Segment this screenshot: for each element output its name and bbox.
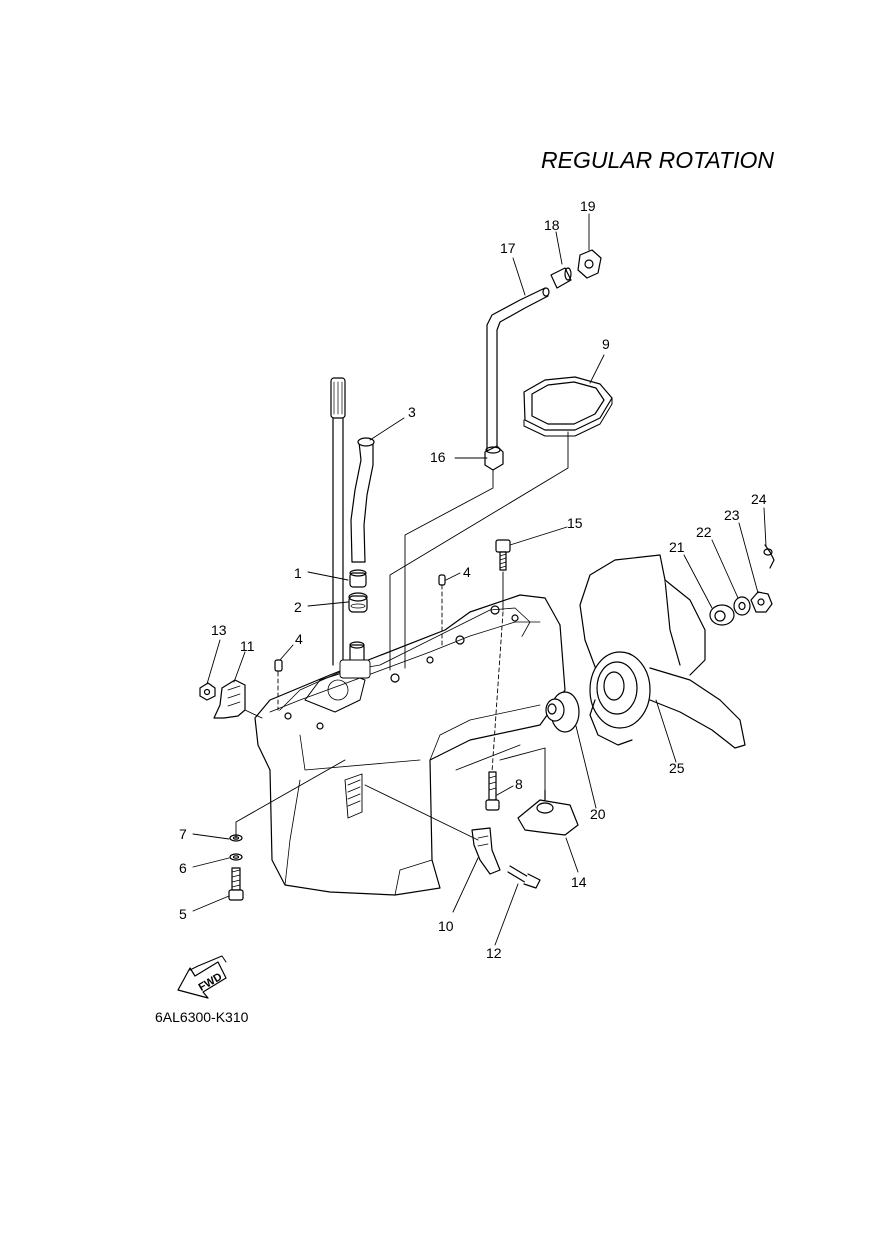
hose-joint[interactable] — [550, 267, 572, 289]
callout-19[interactable]: 19 — [580, 198, 596, 214]
fwd-arrow-icon: FWD — [177, 955, 227, 999]
washer-22[interactable] — [733, 596, 751, 616]
callout-13[interactable]: 13 — [211, 622, 227, 638]
hose-clip[interactable] — [577, 249, 602, 279]
callout-22[interactable]: 22 — [696, 524, 712, 540]
anode-10[interactable] — [471, 827, 501, 875]
callout-20[interactable]: 20 — [590, 806, 606, 822]
callout-24[interactable]: 24 — [751, 491, 767, 507]
gasket[interactable] — [523, 376, 613, 437]
seal-rubber[interactable] — [348, 592, 368, 613]
anode-14[interactable] — [517, 789, 579, 836]
callout-1[interactable]: 1 — [294, 565, 302, 581]
assembly-guide-lines — [235, 431, 569, 841]
spacer-21[interactable] — [709, 604, 735, 626]
propeller[interactable] — [579, 554, 746, 749]
cooling-hose[interactable] — [486, 287, 550, 451]
callout-21[interactable]: 21 — [669, 539, 685, 555]
nut-23[interactable] — [750, 591, 773, 613]
callout-11[interactable]: 11 — [240, 638, 255, 654]
callout-17[interactable]: 17 — [500, 240, 516, 256]
callout-4-b[interactable]: 4 — [295, 631, 303, 647]
hose-fitting[interactable] — [484, 445, 504, 471]
callout-25[interactable]: 25 — [669, 760, 685, 776]
water-tube[interactable] — [350, 437, 375, 563]
drive-shaft[interactable] — [330, 377, 346, 666]
cotter-pin-24[interactable] — [763, 544, 775, 569]
diagram-code: 6AL6300-K310 — [155, 1009, 249, 1025]
lower-unit-housing[interactable] — [254, 594, 566, 896]
callout-3[interactable]: 3 — [408, 404, 416, 420]
bolt-8[interactable] — [485, 771, 500, 811]
callout-5[interactable]: 5 — [179, 906, 187, 922]
washer-6[interactable] — [229, 853, 243, 861]
anode-11[interactable] — [213, 679, 246, 719]
callout-7[interactable]: 7 — [179, 826, 187, 842]
screw-12[interactable] — [507, 865, 541, 889]
callout-23[interactable]: 23 — [724, 507, 740, 523]
callout-14[interactable]: 14 — [571, 874, 587, 890]
leader-lines — [192, 213, 767, 946]
callout-9[interactable]: 9 — [602, 336, 610, 352]
bolt-15[interactable] — [495, 539, 511, 571]
pump-outlet — [339, 641, 371, 679]
bolt-5[interactable] — [228, 867, 244, 901]
callout-12[interactable]: 12 — [486, 945, 502, 961]
callout-8[interactable]: 8 — [515, 776, 523, 792]
callout-16[interactable]: 16 — [430, 449, 446, 465]
callout-6[interactable]: 6 — [179, 860, 187, 876]
page-title: REGULAR ROTATION — [541, 147, 774, 173]
callout-18[interactable]: 18 — [544, 217, 560, 233]
nut-13[interactable] — [199, 682, 216, 701]
callout-10[interactable]: 10 — [438, 918, 454, 934]
spacer-20[interactable] — [545, 691, 580, 733]
callout-2[interactable]: 2 — [294, 599, 302, 615]
callout-4-a[interactable]: 4 — [463, 564, 471, 580]
grommet[interactable] — [349, 569, 367, 588]
callout-15[interactable]: 15 — [567, 515, 583, 531]
